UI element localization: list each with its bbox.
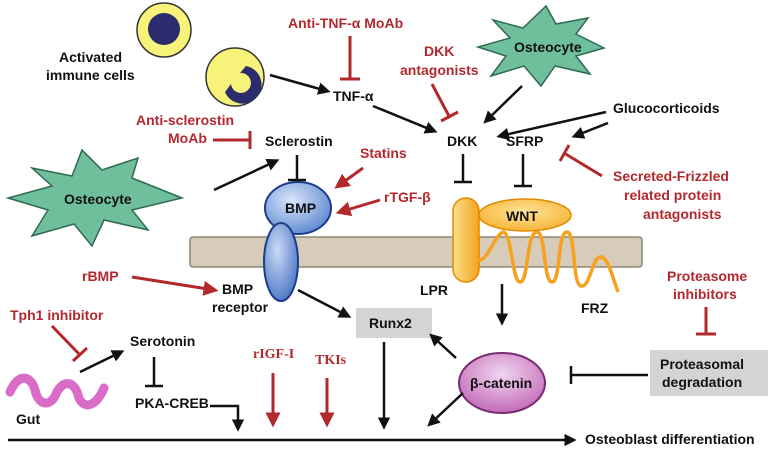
beta-catenin (458, 352, 546, 414)
statins-label: Statins (360, 145, 407, 161)
lpr-receptor (452, 197, 480, 283)
runx2-label: Runx2 (369, 315, 412, 331)
dkk-label: DKK (447, 133, 477, 149)
bmp-receptor-label-2: receptor (212, 299, 269, 315)
glucocorticoids-label: Glucocorticoids (613, 100, 720, 116)
tnf-label: TNF-α (333, 88, 374, 104)
sfrp-antagonists-label-2: related protein (624, 187, 721, 203)
sclerostin-label: Sclerostin (265, 133, 333, 149)
immune-cell-crescent-icon (205, 47, 265, 107)
proteasome-inhibitors-label-1: Proteasome (667, 268, 747, 284)
osteocyte-left-icon (5, 148, 185, 248)
gut-label: Gut (16, 411, 40, 427)
anti-sclerostin-label-1: Anti-sclerostin (136, 112, 234, 128)
sfrp-label: SFRP (506, 133, 543, 149)
activation-arrows (8, 73, 609, 447)
tph1-inhibitor-label: Tph1 inhibitor (10, 307, 104, 323)
pka-creb-label: PKA-CREB (135, 395, 209, 411)
bmp-ligand (264, 181, 332, 235)
drug-inhibition-lines (50, 36, 716, 363)
serotonin-label: Serotonin (130, 333, 195, 349)
frz-label: FRZ (581, 300, 609, 316)
wnt-label: WNT (506, 208, 538, 224)
tkis-label: TKIs (315, 353, 347, 368)
activated-immune-cells-label-2: immune cells (46, 67, 135, 83)
proteasomal-label-2: degradation (662, 374, 742, 390)
immune-cell-icon (136, 2, 192, 58)
sfrp-antagonists-label-3: antagonists (643, 206, 722, 222)
beta-catenin-label: β-catenin (470, 375, 532, 391)
rbmp-label: rBMP (82, 268, 119, 284)
osteoblast-differentiation-label: Osteoblast differentiation (585, 431, 755, 447)
drug-activation-arrows (131, 166, 381, 428)
frizzled-receptor (477, 230, 620, 293)
sfrp-antagonists-label-1: Secreted-Frizzled (613, 168, 729, 184)
rtgf-label: rTGF-β (384, 189, 431, 205)
rigf-label: rIGF-I (253, 347, 294, 362)
bmp-receptor-label-1: BMP (222, 281, 253, 297)
bmp-label: BMP (285, 200, 316, 216)
wnt-ligand (478, 198, 572, 232)
proteasomal-degradation-box (650, 350, 768, 396)
activated-immune-cells-label: Activated (59, 49, 122, 65)
lpr-label: LPR (420, 282, 448, 298)
proteasomal-label-1: Proteasomal (660, 356, 744, 372)
gut-icon (5, 373, 109, 410)
dkk-antagonists-label-1: DKK (424, 43, 454, 59)
osteocyte-left-label: Osteocyte (64, 191, 132, 207)
runx2-box (356, 308, 432, 338)
anti-tnf-label: Anti-TNF-α MoAb (288, 15, 403, 31)
osteocyte-top-label: Osteocyte (514, 39, 582, 55)
osteocyte-top-icon (475, 4, 607, 88)
anti-sclerostin-label-2: MoAb (168, 130, 207, 146)
bmp-receptor (263, 222, 299, 302)
proteasome-inhibitors-label-2: inhibitors (673, 286, 737, 302)
dkk-antagonists-label-2: antagonists (400, 62, 479, 78)
inhibition-lines (145, 154, 648, 388)
